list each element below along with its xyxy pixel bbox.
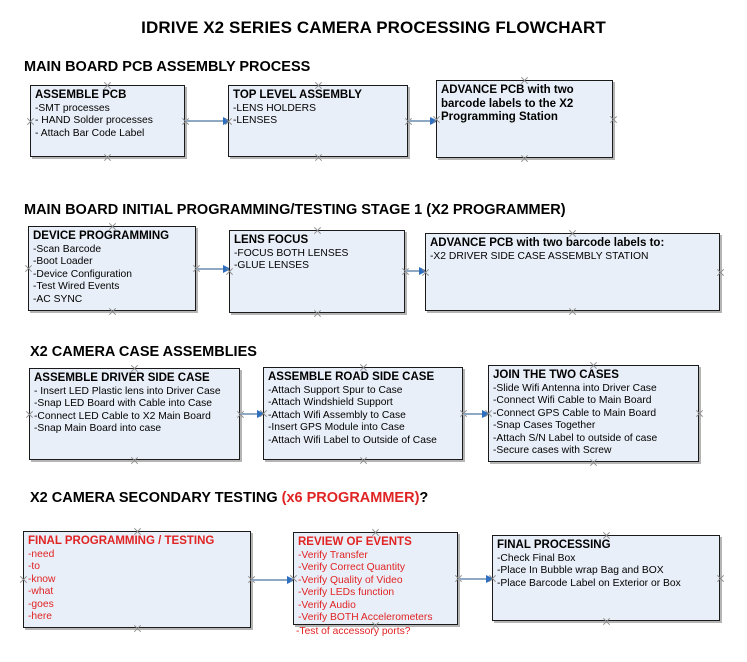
flow-box-line: -Verify LEDs function <box>298 587 395 599</box>
flow-box-line: -Slide Wifi Antenna into Driver Case <box>493 382 657 394</box>
flow-box-line: -Connect GPS Cable to Main Board <box>493 407 657 419</box>
flow-box-line: -Verify Quality of Video <box>298 574 403 586</box>
page-title: IDRIVE X2 SERIES CAMERA PROCESSING FLOWC… <box>141 18 606 37</box>
flow-box-line: -Attach Wifi Label to Outside of Case <box>268 434 437 446</box>
flow-box-lens-focus[interactable]: LENS FOCUS -FOCUS BOTH LENSES -GLUE LENS… <box>229 230 405 313</box>
flow-box-line: -Connect LED Cable to X2 Main Board <box>34 410 211 422</box>
flow-box-title: DEVICE PROGRAMMING <box>33 230 170 242</box>
section-heading-main-board-pcb-assembly-process: MAIN BOARD PCB ASSEMBLY PROCESS <box>24 59 311 75</box>
flow-box-line: -Snap Main Board into case <box>34 423 162 435</box>
flow-box-device-programming[interactable]: DEVICE PROGRAMMING -Scan Barcode -Boot L… <box>28 226 196 311</box>
flow-box-line: -Insert GPS Module into Case <box>268 422 405 434</box>
section-heading-main-board-initial-programming-testing-stage-1: MAIN BOARD INITIAL PROGRAMMING/TESTING S… <box>24 202 566 218</box>
flow-box-line: -X2 DRIVER SIDE CASE ASSEMBLY STATION <box>430 250 649 262</box>
flow-box-line: -Boot Loader <box>33 256 93 268</box>
flow-box-advance-pcb-to-x2-programming-station[interactable]: ADVANCE PCB with two barcode labels to t… <box>436 80 613 158</box>
connector-top-level-assembly-to-advance-pcb <box>409 116 438 125</box>
connector-road-side-case-to-join-the-two-cases <box>464 409 490 418</box>
flow-box-line: -AC SYNC <box>33 293 83 305</box>
flow-box-line: -SMT processes <box>35 102 110 114</box>
flow-box-line: -Attach Support Spur to Case <box>268 384 403 396</box>
connector-assemble-pcb-to-top-level-assembly <box>186 116 231 125</box>
flow-box-line: -Place Barcode Label on Exterior or Box <box>497 577 681 589</box>
flow-box-title: ASSEMBLE DRIVER SIDE CASE <box>34 372 210 384</box>
flow-box-line: -Connect Wifi Cable to Main Board <box>493 395 652 407</box>
flow-box-line: - Insert LED Plastic lens into Driver Ca… <box>34 385 221 397</box>
flow-box-line: -Scan Barcode <box>33 243 102 255</box>
flow-box-line: -GLUE LENSES <box>234 260 309 272</box>
flow-box-line: -Verify BOTH Accelerometers <box>298 612 433 624</box>
section-heading-text: X2 CAMERA SECONDARY TESTING <box>30 490 282 506</box>
connector-driver-side-case-to-road-side-case <box>241 409 265 418</box>
connector-device-programming-to-lens-focus <box>197 264 231 273</box>
flow-box-line: -Attach Windshield Support <box>268 397 393 409</box>
flow-box-line: -Attach S/N Label to outside of case <box>493 432 658 444</box>
section-heading-highlight: (x6 PROGRAMMER) <box>281 490 420 506</box>
flow-box-review-of-events[interactable]: REVIEW OF EVENTS -Verify Transfer -Verif… <box>293 532 458 625</box>
flow-box-line: -FOCUS BOTH LENSES <box>234 247 349 259</box>
section-heading-x2-camera-case-assemblies: X2 CAMERA CASE ASSEMBLIES <box>30 344 257 360</box>
connector-review-of-events-to-final-processing <box>459 574 494 583</box>
flow-box-line: -what <box>28 586 54 598</box>
flow-box-final-processing[interactable]: FINAL PROCESSING -Check Final Box -Place… <box>492 535 720 621</box>
flow-box-title: REVIEW OF EVENTS <box>298 536 412 548</box>
flow-box-line: -to <box>28 561 41 573</box>
flow-box-line: -Verify Correct Quantity <box>298 562 406 574</box>
flow-box-join-the-two-cases[interactable]: JOIN THE TWO CASES -Slide Wifi Antenna i… <box>488 365 699 462</box>
flow-box-line: -Check Final Box <box>497 552 576 564</box>
flow-box-overflow-line: -Test of accessory ports? <box>296 626 411 637</box>
flow-box-line: - Attach Bar Code Label <box>35 127 145 139</box>
flow-box-line: -know <box>28 573 56 585</box>
flow-box-line: -LENS HOLDERS <box>233 102 316 114</box>
flow-box-line: -need <box>28 548 55 560</box>
flow-box-line: -LENSES <box>233 115 278 127</box>
flow-box-title: ADVANCE PCB with two barcode labels to: <box>430 237 665 249</box>
flow-box-final-programming-testing[interactable]: FINAL PROGRAMMING / TESTING -need -to -k… <box>23 531 251 628</box>
flow-box-title: FINAL PROGRAMMING / TESTING <box>28 535 215 547</box>
flow-box-title: ASSEMBLE ROAD SIDE CASE <box>268 371 435 383</box>
flow-box-title: FINAL PROCESSING <box>497 539 611 551</box>
flow-box-line: -Attach Wifi Assembly to Case <box>268 409 406 421</box>
flow-box-assemble-driver-side-case[interactable]: ASSEMBLE DRIVER SIDE CASE - Insert LED P… <box>29 368 240 460</box>
flow-box-title: ADVANCE PCB with two barcode labels to t… <box>441 84 574 123</box>
flow-box-title: LENS FOCUS <box>234 234 309 246</box>
flow-box-line: -Verify Transfer <box>298 549 368 561</box>
flow-box-line: -Snap Cases Together <box>493 420 596 432</box>
flow-box-title: ASSEMBLE PCB <box>35 89 127 101</box>
flow-box-assemble-road-side-case[interactable]: ASSEMBLE ROAD SIDE CASE -Attach Support … <box>263 367 463 460</box>
flow-box-line: -Secure cases with Screw <box>493 445 612 457</box>
flow-box-line: -goes <box>28 598 54 610</box>
flow-box-line: -Place In Bubble wrap Bag and BOX <box>497 565 664 577</box>
flow-box-top-level-assembly[interactable]: TOP LEVEL ASSEMBLY -LENS HOLDERS -LENSES <box>228 85 408 157</box>
flow-box-title: TOP LEVEL ASSEMBLY <box>233 89 362 101</box>
section-heading-tail: ? <box>419 490 429 506</box>
flow-box-line: -Device Configuration <box>33 268 133 280</box>
flow-box-line: -here <box>28 611 53 623</box>
flow-box-line: - HAND Solder processes <box>35 115 153 127</box>
flow-box-line: -Verify Audio <box>298 599 356 611</box>
flow-box-assemble-pcb[interactable]: ASSEMBLE PCB -SMT processes - HAND Solde… <box>30 85 185 157</box>
flow-box-line: -Snap LED Board with Cable into Case <box>34 398 213 410</box>
flow-box-title: JOIN THE TWO CASES <box>493 369 619 381</box>
connector-final-programming-to-review-of-events <box>252 575 295 584</box>
connector-lens-focus-to-advance-pcb <box>406 266 427 275</box>
flow-box-line: -Test Wired Events <box>33 281 120 293</box>
section-heading-x2-camera-secondary-testing: X2 CAMERA SECONDARY TESTING (x6 PROGRAMM… <box>30 490 428 506</box>
flow-box-advance-pcb-to-driver-side-case-assembly[interactable]: ADVANCE PCB with two barcode labels to: … <box>425 233 720 311</box>
